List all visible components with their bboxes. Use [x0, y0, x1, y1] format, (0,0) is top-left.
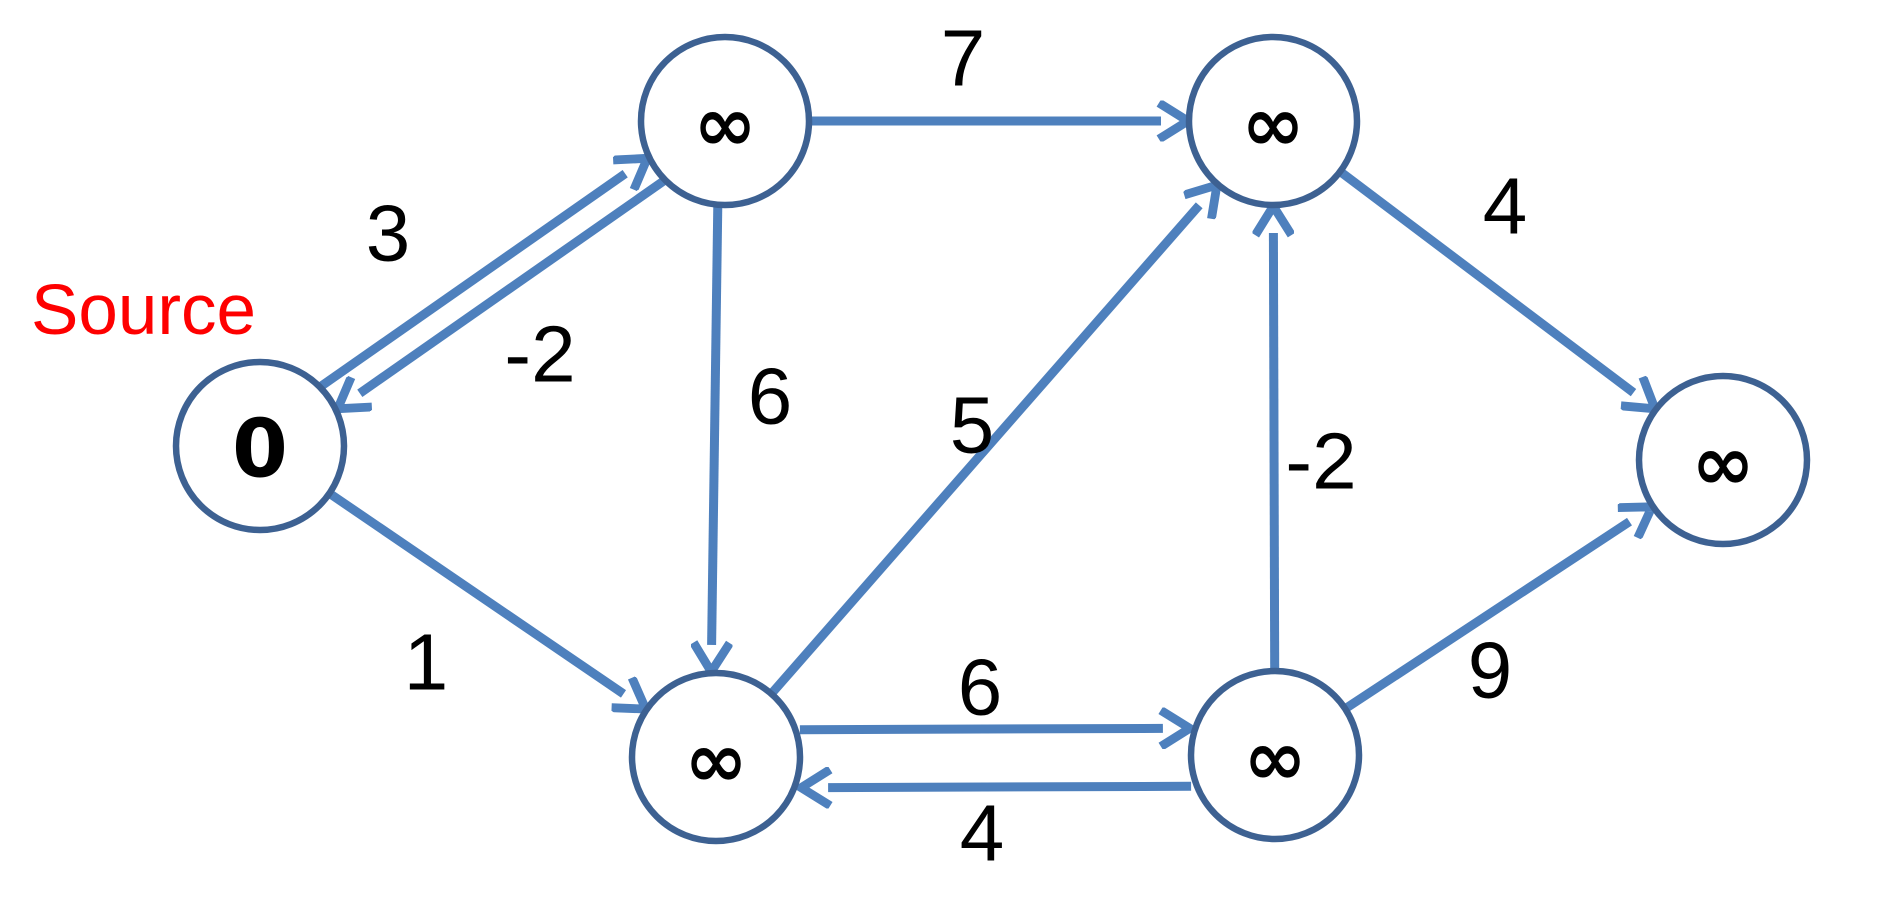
edge-top-left-to-bottom-middle: [712, 204, 718, 645]
node-value-top-right: ∞: [1241, 80, 1304, 169]
node-circle-top-right: [1185, 33, 1361, 209]
edge-weight-source-to-top-left: 3: [366, 189, 411, 278]
edge-bottom-middle-to-bottom-right: [799, 728, 1163, 729]
edge-bottom-right-to-bottom-middle: [828, 786, 1192, 787]
node-circle-top-left: [637, 33, 813, 209]
edge-weight-bottom-right-to-right: 9: [1468, 626, 1513, 715]
node-circle-bottom-middle: [628, 669, 804, 845]
edge-weight-bottom-right-to-bottom-middle: 4: [960, 789, 1005, 878]
node-value-bottom-right: ∞: [1243, 714, 1306, 803]
edge-top-right-to-right: [1337, 167, 1633, 393]
edge-weight-top-left-to-top-right: 7: [941, 14, 986, 103]
node-circle-source: [172, 358, 348, 534]
edge-weight-bottom-right-to-top-right: -2: [1285, 417, 1356, 506]
node-value-bottom-middle: ∞: [684, 716, 747, 805]
edge-weight-labels-layer: 3 -2 7 6 1 5 -2 4 6 4 9: [366, 14, 1528, 878]
edge-source-to-bottom-middle: [326, 489, 623, 694]
edge-weight-bottom-middle-to-bottom-right: 6: [958, 643, 1003, 732]
edge-bottom-right-to-top-right: [1273, 233, 1274, 672]
edge-weight-top-left-to-bottom-middle: 6: [748, 352, 793, 441]
edge-top-left-to-source: [360, 176, 667, 394]
edge-bottom-right-to-right: [1342, 522, 1629, 713]
nodes-layer: 0 ∞ ∞ ∞ ∞ ∞: [172, 33, 1811, 845]
edge-weight-source-to-bottom-middle: 1: [404, 618, 449, 707]
edge-weight-bottom-middle-to-top-right: 5: [950, 381, 995, 470]
edge-source-to-top-left: [318, 174, 625, 391]
node-value-right: ∞: [1691, 419, 1754, 508]
node-value-top-left: ∞: [693, 80, 756, 169]
edge-bottom-middle-to-top-right: [767, 205, 1199, 697]
node-circle-bottom-right: [1187, 667, 1363, 843]
edge-weight-top-left-to-source: -2: [504, 310, 575, 399]
edges-layer: [318, 121, 1634, 788]
node-circle-right: [1635, 372, 1811, 548]
edge-weight-top-right-to-right: 4: [1483, 162, 1528, 251]
source-label: Source: [31, 271, 256, 350]
node-value-source: 0: [232, 403, 288, 496]
